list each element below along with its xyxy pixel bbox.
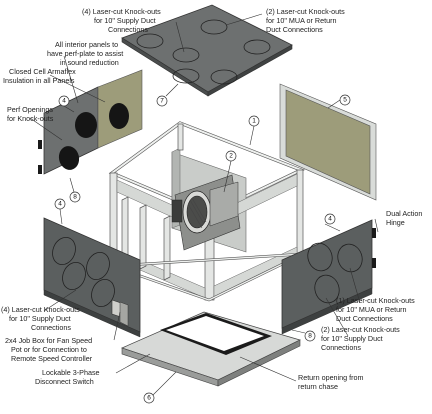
svg-text:5: 5: [343, 97, 347, 104]
blower-assembly: [171, 174, 241, 251]
svg-text:(4) Laser-cut Knock-outs: (4) Laser-cut Knock-outs: [1, 305, 80, 314]
bottom-panel: [121, 311, 301, 387]
label-top-mua-knockouts: (2) Laser-cut Knock-outs for 10" MUA or …: [266, 7, 345, 34]
svg-text:Dual Action: Dual Action: [386, 209, 422, 218]
svg-text:Closed Cell Armaflex: Closed Cell Armaflex: [9, 67, 76, 76]
left-front-panel: [43, 217, 141, 338]
svg-text:7: 7: [160, 98, 164, 105]
callout-4-left-front: 4: [54, 198, 66, 225]
svg-text:for 10" Supply Duct: for 10" Supply Duct: [94, 16, 156, 25]
svg-text:(2) Laser-cut Knock-outs: (2) Laser-cut Knock-outs: [321, 325, 400, 334]
svg-text:Connections: Connections: [31, 323, 71, 332]
svg-text:in sound reduction: in sound reduction: [60, 58, 119, 67]
svg-text:Hinge: Hinge: [386, 218, 405, 227]
svg-text:(2) Laser-cut Knock-outs: (2) Laser-cut Knock-outs: [266, 7, 345, 16]
svg-text:2: 2: [229, 153, 233, 160]
callout-4-left-back: 4: [58, 95, 75, 113]
callout-7: 7: [156, 83, 179, 107]
svg-text:8: 8: [73, 194, 77, 201]
top-knockout-circles: [136, 19, 271, 85]
svg-text:2x4 Job Box for Fan Speed: 2x4 Job Box for Fan Speed: [5, 336, 92, 345]
svg-text:Return opening from: Return opening from: [298, 373, 364, 382]
label-perf-openings: Perf Openings for Knock-outs: [7, 105, 54, 123]
svg-text:Remote Speed Controller: Remote Speed Controller: [11, 354, 93, 363]
hinge-icon: [372, 228, 376, 238]
svg-text:1: 1: [252, 118, 256, 125]
callout-8-right: 8: [291, 329, 316, 342]
right-back-panel: [279, 83, 377, 201]
label-right-supply-knockouts: (2) Laser-cut Knock-outs for 10" Supply …: [321, 325, 400, 352]
label-dual-hinge: Dual Action Hinge: [386, 209, 422, 227]
right-front-panel: [281, 219, 376, 335]
svg-text:Connections: Connections: [321, 343, 361, 352]
callout-2: 2: [223, 150, 237, 193]
svg-text:Lockable 3-Phase: Lockable 3-Phase: [42, 368, 100, 377]
callout-8-left: 8: [69, 177, 81, 203]
svg-text:for 10" Supply Duct: for 10" Supply Duct: [9, 314, 71, 323]
label-top-supply-knockouts: (4) Laser-cut Knock-outs for 10" Supply …: [82, 7, 161, 34]
svg-text:for 10" MUA or Return: for 10" MUA or Return: [336, 305, 406, 314]
callout-6: 6: [143, 371, 177, 404]
callout-1: 1: [248, 115, 260, 146]
svg-text:for Knock-outs: for Knock-outs: [7, 114, 54, 123]
svg-text:(1) Laser-cut Knock-outs: (1) Laser-cut Knock-outs: [336, 296, 415, 305]
callout-5: 5: [327, 94, 351, 109]
svg-text:Connections: Connections: [108, 25, 148, 34]
svg-text:Disconnect Switch: Disconnect Switch: [35, 377, 94, 386]
label-left-supply-knockouts: (4) Laser-cut Knock-outs for 10" Supply …: [1, 305, 80, 332]
svg-text:Insulation in all Panels: Insulation in all Panels: [3, 76, 75, 85]
svg-text:Pot or for Connection to: Pot or for Connection to: [11, 345, 87, 354]
callout-4-right-front: 4: [324, 213, 341, 232]
job-box: [111, 299, 129, 327]
right-front-knockout-circles: [307, 242, 363, 304]
left-back-panel: [38, 69, 143, 175]
leader-lines: [29, 13, 379, 382]
left-front-knockout-circles: [52, 236, 115, 308]
svg-text:have perf-plate to assist: have perf-plate to assist: [47, 49, 123, 58]
svg-text:Duct Connections: Duct Connections: [266, 25, 323, 34]
label-return-opening: Return opening from return chase: [298, 373, 364, 391]
svg-text:for 10" MUA or Return: for 10" MUA or Return: [266, 16, 336, 25]
svg-text:8: 8: [308, 333, 312, 340]
svg-text:4: 4: [328, 216, 332, 223]
svg-text:(4) Laser-cut Knock-outs: (4) Laser-cut Knock-outs: [82, 7, 161, 16]
label-armaflex: Closed Cell Armaflex Insulation in all P…: [3, 67, 76, 85]
svg-text:4: 4: [58, 201, 62, 208]
svg-text:for 10" Supply Duct: for 10" Supply Duct: [321, 334, 383, 343]
label-right-mua-knockout: (1) Laser-cut Knock-outs for 10" MUA or …: [336, 296, 415, 323]
label-perf-plate: All interior panels to have perf-plate t…: [47, 40, 123, 67]
svg-text:All interior panels to: All interior panels to: [55, 40, 118, 49]
svg-text:Perf Openings: Perf Openings: [7, 105, 53, 114]
svg-text:Duct Connections: Duct Connections: [336, 314, 393, 323]
top-panel: [121, 4, 293, 97]
label-disconnect: Lockable 3-Phase Disconnect Switch: [35, 368, 100, 386]
return-opening: [160, 313, 272, 355]
svg-text:6: 6: [147, 395, 151, 402]
svg-text:4: 4: [62, 98, 66, 105]
label-job-box: 2x4 Job Box for Fan Speed Pot or for Con…: [5, 336, 93, 363]
perf-openings: [58, 103, 129, 170]
svg-text:return chase: return chase: [298, 382, 338, 391]
